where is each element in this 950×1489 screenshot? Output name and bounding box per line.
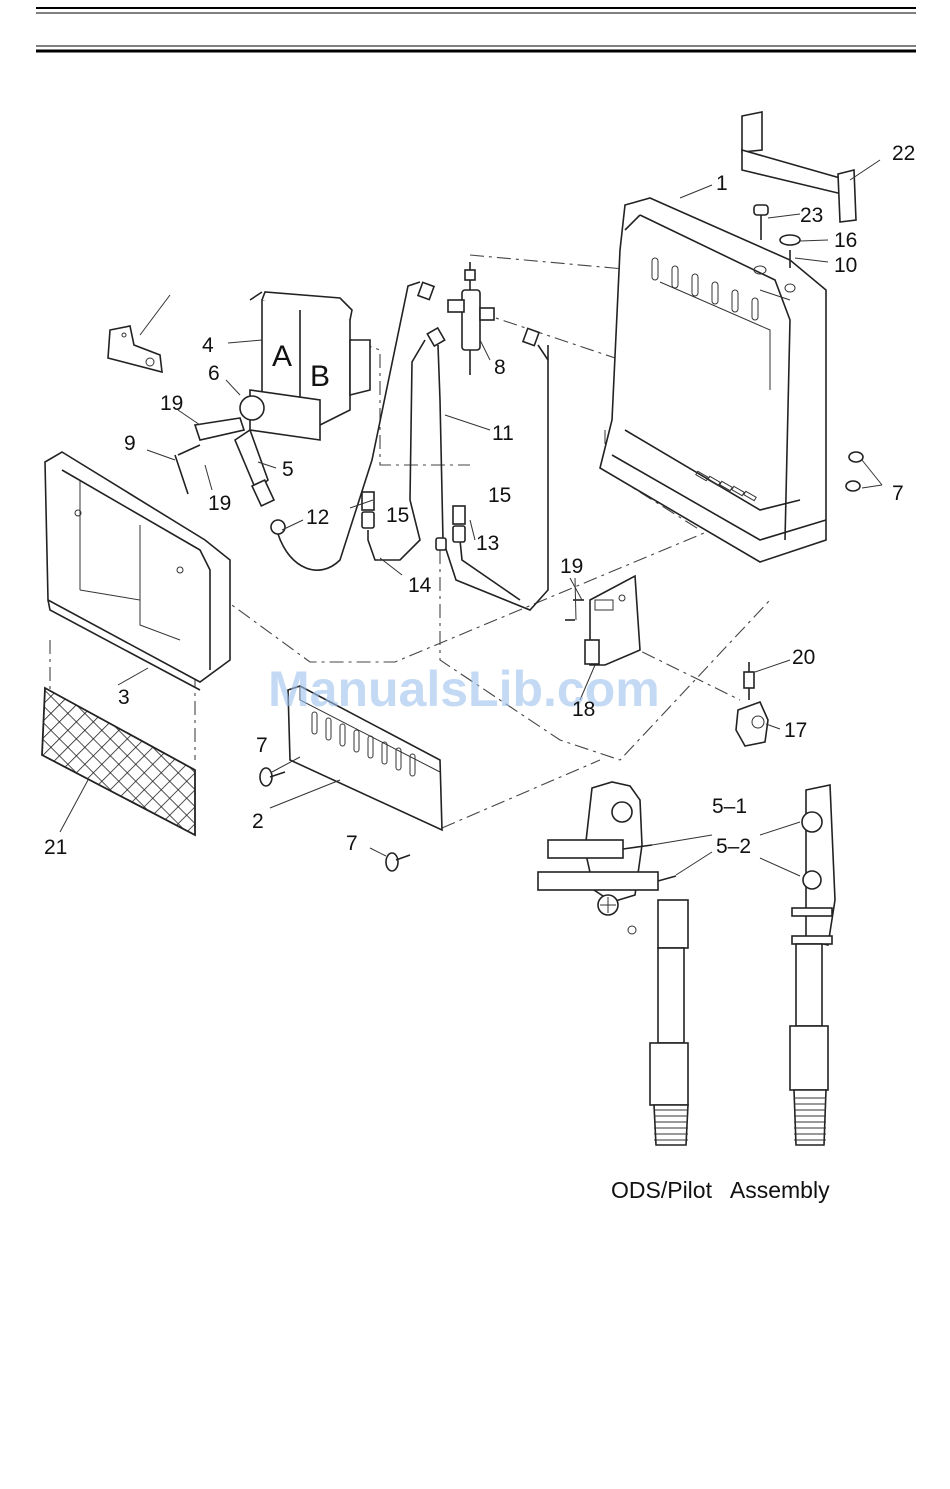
callout-21: 21 [44,836,67,859]
callout-22: 22 [892,142,915,165]
watermark-text: ManualsLib.com [268,661,660,717]
callout-2: 2 [252,810,264,833]
part-1-cabinet [600,198,826,562]
callout-10: 10 [834,254,857,277]
box-label-a: A [272,340,292,373]
ods-pilot-assembly-inset [538,782,835,1145]
callout-13: 13 [476,532,499,555]
box-label-b: B [310,360,330,393]
callout-1: 1 [716,172,728,195]
callout-5-1: 5–1 [712,795,747,818]
callout-15-right: 15 [488,484,511,507]
inset-caption: ODS/Pilot Assembly [611,1177,830,1203]
part-8-valve [448,262,494,375]
callout-15-left: 15 [386,504,409,527]
callout-5-2: 5–2 [716,835,751,858]
callout-7-bottom: 7 [346,832,358,855]
callout-20: 20 [792,646,815,669]
callout-7-right: 7 [892,482,904,505]
header-rules [36,8,916,51]
callout-9: 9 [124,432,136,455]
part-14-tube [368,340,425,560]
part-3-panel [45,452,230,690]
mounting-bracket [108,326,162,372]
part-11-tube [427,328,548,610]
callout-16: 16 [834,229,857,252]
callout-7-middle: 7 [256,734,268,757]
callout-19-left-bottom: 19 [208,492,231,515]
callout-11: 11 [492,422,514,445]
callout-19-right: 19 [560,555,583,578]
callout-23: 23 [800,204,823,227]
callout-19-left-top: 19 [160,392,183,415]
part-16-cap [780,235,800,245]
part-21-grille [42,688,195,835]
callout-12: 12 [306,506,329,529]
callout-6: 6 [208,362,220,385]
callout-5: 5 [282,458,294,481]
part-7-screw-c [846,452,863,491]
part-15-fitting-left [362,492,374,528]
callout-4: 4 [202,334,214,357]
callout-8: 8 [494,356,506,379]
callout-18: 18 [572,698,595,721]
callout-14: 14 [408,574,432,597]
part-7-screw-b [386,853,410,871]
part-23-knob [754,205,768,240]
callout-3: 3 [118,686,130,709]
part-7-screw-a [260,768,285,786]
callout-17: 17 [784,719,807,742]
part-20-fitting [744,662,754,700]
part-17-valve-body [736,702,768,746]
